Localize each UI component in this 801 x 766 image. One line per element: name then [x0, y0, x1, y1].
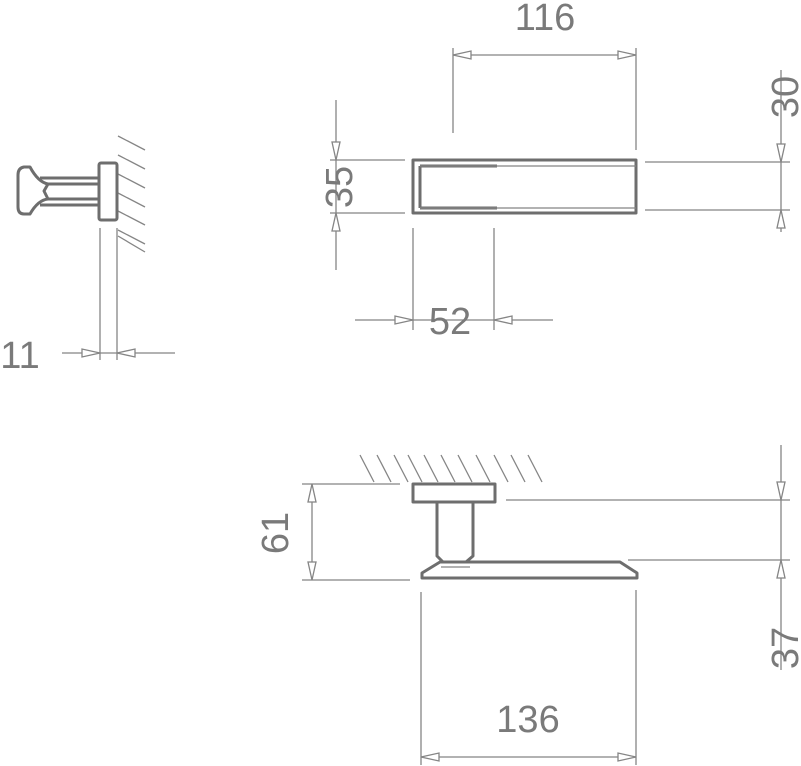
dim-35: 35 — [319, 100, 405, 270]
dim-label-30: 30 — [765, 76, 801, 118]
handle-outline — [411, 158, 638, 215]
dim-label-61: 61 — [255, 512, 297, 554]
dim-side-plate: 11 — [0, 228, 175, 377]
top-view: 116 30 35 52 — [319, 0, 801, 343]
knob — [16, 165, 50, 216]
dim-label-52: 52 — [429, 301, 471, 343]
lever — [420, 560, 639, 580]
dim-label-136: 136 — [496, 699, 559, 741]
dim-136: 136 — [420, 590, 637, 765]
wall-rose — [411, 482, 497, 504]
dim-61: 61 — [255, 483, 410, 581]
wall-plate — [97, 161, 119, 222]
wall-hatch-left — [117, 135, 146, 253]
rod — [40, 176, 99, 207]
dim-label-35: 35 — [319, 166, 361, 208]
dim-37: 37 — [506, 445, 801, 670]
front-view: 61 37 136 — [255, 445, 801, 765]
dim-116: 116 — [452, 0, 637, 150]
wall-hatch-bottom — [359, 454, 543, 483]
dim-30: 30 — [645, 70, 801, 232]
neck — [435, 502, 475, 564]
side-view-hook: 11 — [0, 135, 175, 377]
dim-52: 52 — [355, 228, 553, 343]
dim-label-11: 11 — [0, 335, 39, 377]
dim-label-116: 116 — [515, 0, 576, 39]
dim-label-37: 37 — [765, 627, 801, 669]
